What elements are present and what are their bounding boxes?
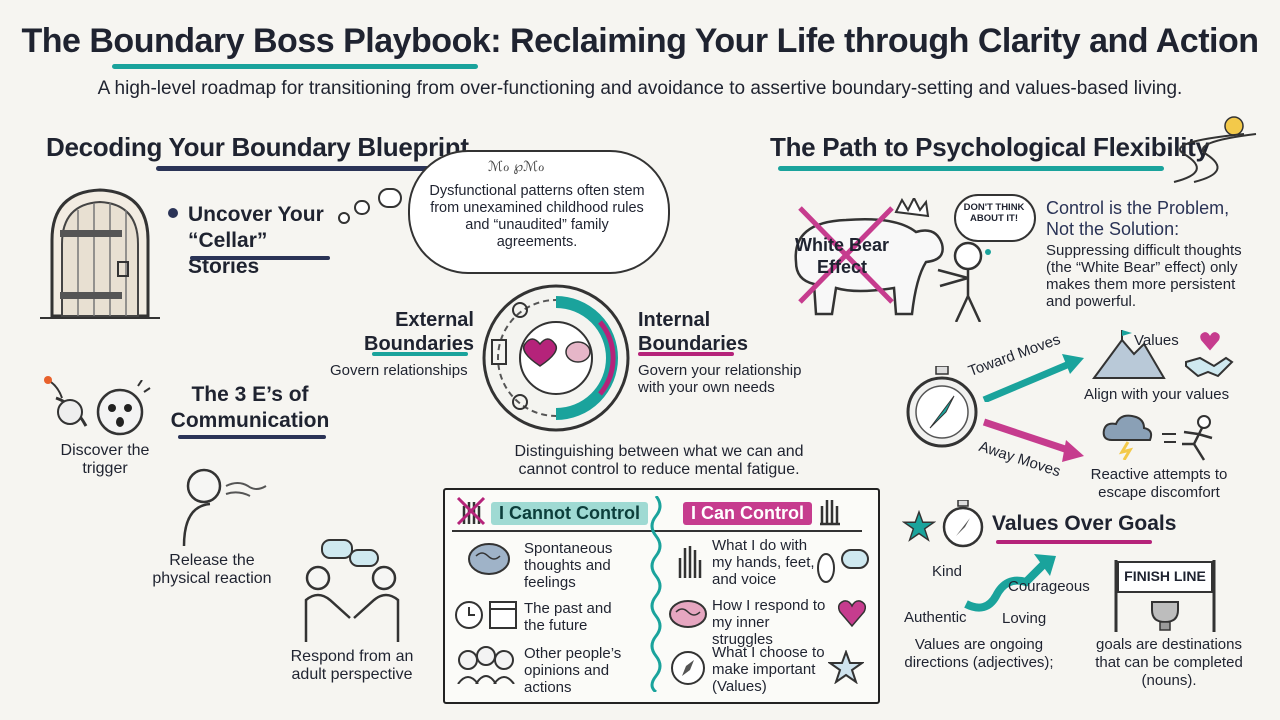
bomb-icon (44, 376, 88, 427)
away-arrow (982, 418, 1084, 462)
handshake-people-icon (304, 539, 400, 642)
can-control-hand-icon (820, 500, 840, 526)
cloud-scribble: ℳℴ ℘ℳℴ (488, 158, 545, 174)
cannot-item-1: The past and the future (524, 600, 612, 634)
thought-bubble-large (378, 188, 402, 208)
thought-cloud (408, 150, 670, 274)
external-boundaries-title: External Boundaries (364, 309, 475, 355)
thought-bubble-medium (354, 200, 370, 215)
thought-text: Dysfunctional patterns often stem from u… (429, 183, 645, 250)
hand-icon (678, 546, 702, 578)
dont-think-text: DON'T THINK ABOUT IT! (963, 202, 1025, 224)
values-label: Values (1134, 332, 1179, 349)
cellar-door-icon (40, 188, 160, 319)
goals-desc: goals are destinations that can be compl… (1095, 636, 1243, 689)
internal-boundaries-desc: Govern your relationship with your own n… (638, 362, 802, 396)
values-over-goals-underline (996, 540, 1152, 544)
cellar-stories-label: Uncover Your “Cellar” Stories (188, 203, 324, 278)
pink-heart-icon (1200, 332, 1220, 351)
kind-label: Kind (932, 563, 963, 580)
toward-arrow (982, 354, 1084, 402)
mountain-flag-icon (1092, 330, 1166, 379)
release-label: Release the physical reaction (152, 552, 272, 587)
control-header-line (452, 530, 862, 532)
reactive-label: Reactive attempts to escape discomfort (1090, 466, 1228, 501)
trigger-label: Discover the trigger (60, 442, 150, 477)
left-heading-underline (156, 166, 442, 171)
right-section-heading: The Path to Psychological Flexibility (770, 132, 1210, 162)
can-item-1: How I respond to my inner struggles (712, 597, 826, 648)
respond-label: Respond from an adult perspective (290, 648, 414, 683)
values-desc: Values are ongoing directions (adjective… (904, 636, 1054, 671)
storm-cloud-icon (1102, 414, 1153, 460)
title-underline (112, 64, 478, 69)
cannot-item-0: Spontaneous thoughts and feelings (524, 540, 613, 591)
bullet-dot (168, 208, 178, 218)
thought-bubble-small (338, 212, 350, 224)
surprised-face-icon (96, 380, 151, 436)
compass-icon (906, 366, 978, 448)
breathing-person-icon (182, 468, 267, 546)
can-item-2: What I choose to make important (Values) (712, 644, 825, 695)
foot-speech-icon (817, 549, 869, 583)
running-person-icon (1162, 415, 1213, 461)
finish-line-banner (1114, 560, 1216, 632)
boundaries-circle-diagram (482, 284, 630, 432)
dont-think-bubble (954, 194, 1036, 242)
clock-calendar-icon (455, 601, 517, 629)
page-title: The Boundary Boss Playbook: Reclaiming Y… (21, 22, 1259, 60)
internal-underline (638, 352, 734, 356)
values-over-goals-heading: Values Over Goals (992, 512, 1177, 535)
three-es-underline (178, 435, 326, 439)
handshake-icon (1185, 356, 1234, 378)
white-bear-icon (794, 198, 944, 316)
control-problem-desc: Suppressing difficult thoughts (the “Whi… (1046, 242, 1242, 310)
three-es-heading: The 3 E’s of Communication (170, 383, 330, 432)
external-boundaries-desc: Govern relationships (330, 362, 468, 379)
page-subtitle: A high-level roadmap for transitioning f… (97, 78, 1183, 99)
wavy-divider (650, 496, 662, 692)
align-values-label: Align with your values (1084, 386, 1230, 403)
cannot-control-hand-icon (456, 496, 486, 526)
finish-line-text: FINISH LINE (1124, 568, 1206, 584)
left-section-heading: Decoding Your Boundary Blueprint (46, 132, 469, 162)
internal-boundaries-title: Internal Boundaries (638, 309, 749, 355)
winding-road-sun-icon (1173, 116, 1257, 183)
cellar-underline (190, 256, 330, 260)
white-bear-label: White Bear Effect (794, 235, 890, 277)
right-heading-underline (778, 166, 1164, 171)
people-opinions-icon (457, 646, 515, 684)
control-problem-title: Control is the Problem, Not the Solution… (1046, 198, 1230, 239)
pink-brain-icon (669, 600, 707, 628)
control-intro: Distinguishing between what we can and c… (514, 443, 804, 478)
compass-small-2-icon (942, 500, 984, 548)
brain-icon (468, 543, 510, 575)
cannot-control-title: I Cannot Control (491, 502, 648, 525)
stick-person-icon (937, 241, 991, 322)
external-underline (372, 352, 468, 356)
heart-icon (837, 600, 867, 628)
authentic-label: Authentic (904, 609, 967, 626)
compass-small-icon (671, 651, 705, 685)
can-control-title: I Can Control (683, 502, 812, 525)
courageous-label: Courageous (1008, 578, 1090, 595)
loving-label: Loving (1002, 610, 1047, 627)
cannot-item-2: Other people’s opinions and actions (524, 645, 622, 696)
star-outline-icon (828, 650, 864, 684)
can-item-0: What I do with my hands, feet, and voice (712, 537, 815, 588)
winding-arrow-icon (964, 554, 1056, 612)
teal-star-icon (902, 510, 936, 542)
